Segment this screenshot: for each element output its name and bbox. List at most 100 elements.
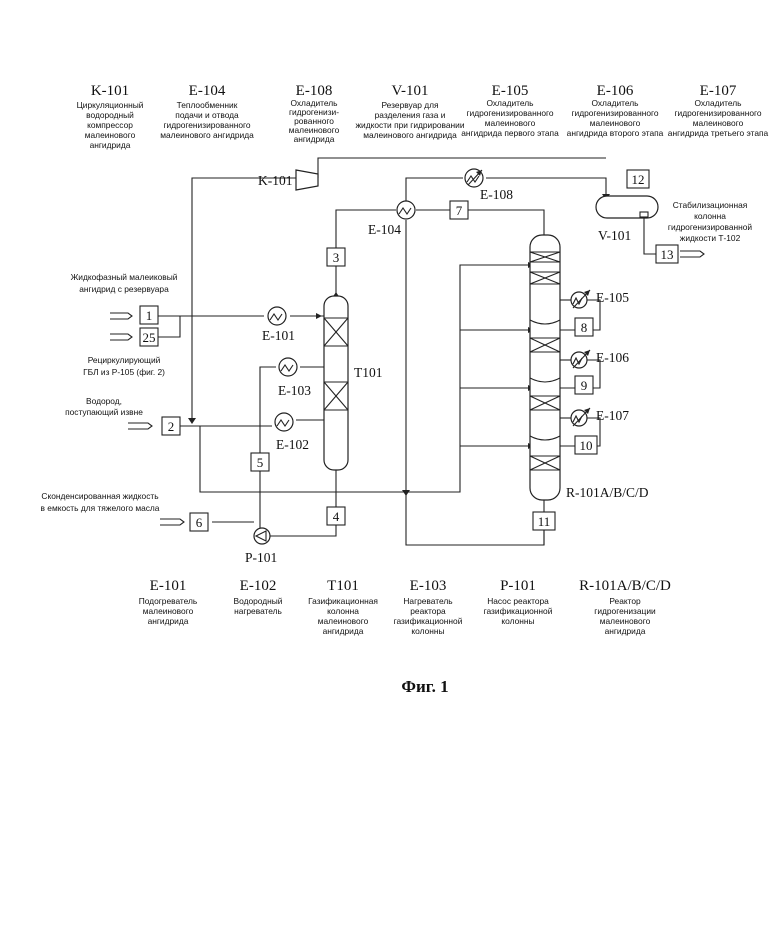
svg-text:жидкости Т-102: жидкости Т-102: [680, 233, 741, 243]
label-e105: E-105: [596, 290, 629, 305]
legend-item-reactor: R-101A/B/C/D Реактор гидрогенизации мале…: [579, 578, 671, 636]
svg-text:E-108: E-108: [296, 83, 333, 99]
label-e108: E-108: [480, 187, 513, 202]
svg-text:Нагреватель: Нагреватель: [403, 596, 453, 606]
svg-text:газификационной: газификационной: [484, 606, 553, 616]
label-stabilization: Стабилизационная: [673, 200, 748, 210]
legend-item-k101: K-101 Циркуляционный водородный компресс…: [77, 83, 144, 150]
label-reactor: R-101A/B/C/D: [566, 485, 649, 500]
stream-3: 3: [333, 250, 340, 265]
stream-7: 7: [456, 203, 463, 218]
stream-11: 11: [538, 514, 551, 529]
svg-text:E-102: E-102: [240, 578, 277, 594]
svg-text:малеинового: малеинового: [485, 118, 536, 128]
svg-text:гидрогенизированного: гидрогенизированного: [466, 108, 553, 118]
svg-text:ангидрида: ангидрида: [148, 616, 189, 626]
stream-25: 25: [143, 330, 156, 345]
label-e102: E-102: [276, 437, 309, 452]
svg-text:колонна: колонна: [694, 211, 726, 221]
legend-item-e102: E-102 Водородный нагреватель: [234, 578, 283, 616]
stream-12: 12: [632, 172, 645, 187]
svg-text:реактора: реактора: [410, 606, 446, 616]
legend-top: K-101 Циркуляционный водородный компресс…: [77, 83, 769, 150]
separator-v101: V-101: [596, 196, 658, 243]
svg-text:Охладитель: Охладитель: [486, 98, 534, 108]
reactor-r101: R-101A/B/C/D: [530, 235, 649, 500]
svg-text:ангидрида: ангидрида: [323, 626, 364, 636]
line-e103-return: [260, 367, 276, 536]
legend-item-e107: E-107 Охладитель гидрогенизированного ма…: [668, 83, 769, 138]
label-recycle-gbl: Рециркулирующий: [88, 355, 161, 365]
legend-bottom: E-101 Подогреватель малеинового ангидрид…: [139, 578, 671, 636]
label-t101: T101: [354, 365, 383, 380]
svg-text:ангидрида первого этапа: ангидрида первого этапа: [461, 128, 559, 138]
svg-text:ангидрида второго этапа: ангидрида второго этапа: [567, 128, 664, 138]
legend-item-t101: T101 Газификационная колонна малеинового…: [308, 578, 378, 636]
compressor-k101: K-101: [258, 170, 318, 190]
cooler-e108: E-108: [465, 169, 513, 202]
svg-text:Охладитель: Охладитель: [591, 98, 639, 108]
svg-text:малеинового: малеинового: [85, 130, 136, 140]
stream-10: 10: [580, 438, 593, 453]
svg-text:поступающий извне: поступающий извне: [65, 407, 143, 417]
svg-text:V-101: V-101: [392, 83, 429, 99]
svg-text:гидрогенизированного: гидрогенизированного: [674, 108, 761, 118]
separator-vessel: [596, 196, 658, 218]
exchanger-icon: [397, 201, 415, 219]
input-labels: Жидкофазный малеиковый ангидрид с резерв…: [41, 200, 753, 513]
legend-item-e108: E-108 Охладитель гидрогенизи- рованного …: [289, 83, 340, 144]
label-v101: V-101: [598, 228, 631, 243]
svg-text:нагреватель: нагреватель: [234, 606, 282, 616]
label-e103: E-103: [278, 383, 311, 398]
svg-text:Теплообменник: Теплообменник: [177, 100, 238, 110]
cooler-icon: [571, 410, 587, 426]
svg-text:малеинового ангидрида: малеинового ангидрида: [363, 130, 457, 140]
label-p101: P-101: [245, 550, 277, 565]
cooler-icon: [571, 292, 587, 308]
svg-text:малеинового: малеинового: [590, 118, 641, 128]
svg-text:ангидрида третьего этапа: ангидрида третьего этапа: [668, 128, 769, 138]
svg-text:гидрогенизации: гидрогенизации: [594, 606, 656, 616]
heater-icon: [268, 307, 286, 325]
legend-item-e106: E-106 Охладитель гидрогенизированного ма…: [567, 83, 664, 138]
svg-text:ангидрида: ангидрида: [605, 626, 646, 636]
label-condensed: Сконденсированная жидкость: [41, 491, 159, 501]
stream-5: 5: [257, 455, 264, 470]
svg-text:колонны: колонны: [411, 626, 444, 636]
pipe-marker-25: [110, 334, 132, 340]
pump-p101: P-101: [245, 528, 277, 565]
svg-text:ангидрида: ангидрида: [90, 140, 131, 150]
arrow-t101-feed: [316, 313, 322, 319]
exchanger-e104: E-104: [368, 201, 415, 237]
reactor-vessel: [530, 235, 560, 500]
svg-text:ангидрида: ангидрида: [294, 134, 335, 144]
label-liquid-ma: Жидкофазный малеиковый: [71, 272, 178, 282]
pipe-marker-1: [110, 313, 132, 319]
svg-text:гидрогенизированной: гидрогенизированной: [668, 222, 753, 232]
column-t101: T101: [324, 296, 383, 470]
line-t101-bottom: [268, 470, 336, 536]
svg-text:Резервуар для: Резервуар для: [381, 100, 438, 110]
stream-2: 2: [168, 419, 175, 434]
svg-text:колонна: колонна: [327, 606, 359, 616]
stream-4: 4: [333, 509, 340, 524]
svg-text:водородный: водородный: [86, 110, 134, 120]
svg-text:E-103: E-103: [410, 578, 447, 594]
svg-text:Газификационная: Газификационная: [308, 596, 378, 606]
svg-text:гидрогенизированного: гидрогенизированного: [571, 108, 658, 118]
svg-text:P-101: P-101: [500, 578, 536, 594]
svg-text:Охладитель: Охладитель: [694, 98, 742, 108]
stream-1: 1: [146, 308, 153, 323]
svg-text:Циркуляционный: Циркуляционный: [77, 100, 144, 110]
svg-text:Подогреватель: Подогреватель: [139, 596, 198, 606]
label-e104: E-104: [368, 222, 401, 237]
line-e104-to-reactor-bottom: [406, 220, 544, 545]
svg-text:малеинового ангидрида: малеинового ангидрида: [160, 130, 254, 140]
svg-text:E-107: E-107: [700, 83, 737, 99]
arrow-recycle-down: [188, 418, 196, 424]
svg-text:E-105: E-105: [492, 83, 529, 99]
svg-text:Реактор: Реактор: [609, 596, 641, 606]
svg-text:малеинового: малеинового: [693, 118, 744, 128]
heater-icon: [279, 358, 297, 376]
